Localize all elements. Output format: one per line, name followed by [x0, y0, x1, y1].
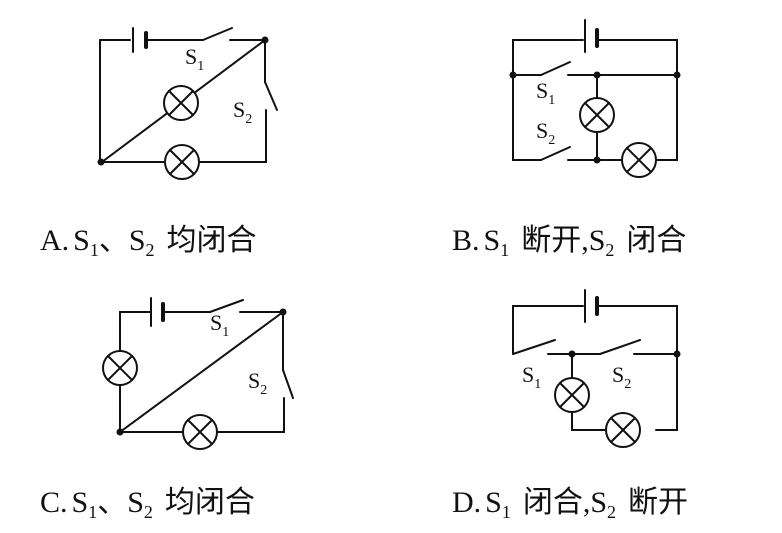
- circuit-c-wire-right-lower: [216, 397, 285, 433]
- circuit-a-wire-right-lower: [199, 109, 267, 163]
- circuit-b-wire-left: [512, 74, 542, 161]
- circuit-b-node-middle-bottom: [593, 156, 601, 164]
- circuit-a-label-s2: S2: [233, 97, 252, 127]
- circuit-b-switch-s1: [540, 61, 571, 76]
- circuit-b-label-s2: S2: [536, 118, 555, 148]
- circuit-b-switch-s2: [540, 146, 571, 161]
- circuit-b-node-middle-top: [593, 71, 601, 79]
- circuit-d-wire-top-left: [512, 305, 584, 355]
- circuit-c-lamp-left-cross: [107, 355, 133, 381]
- circuit-b-node-left: [509, 71, 517, 79]
- circuit-d-node-middle: [568, 350, 576, 358]
- circuit-c-node-bottom-left: [116, 428, 124, 436]
- circuit-c-wire-top-left: [119, 311, 151, 353]
- circuit-c-node-top-right: [279, 308, 287, 316]
- circuit-b-wire-top-right: [596, 39, 678, 161]
- circuit-a-wire-left: [99, 39, 166, 163]
- circuit-c-switch-s2: [282, 369, 294, 399]
- circuit-b-label-s1: S1: [536, 78, 555, 108]
- circuit-b-lamp-bottom-cross: [626, 147, 652, 173]
- circuit-a-switch-s1: [202, 27, 233, 41]
- circuit-d-node-right: [673, 350, 681, 358]
- circuit-c-lamp-bottom-cross: [187, 419, 213, 445]
- circuit-d-wire-top-right: [596, 305, 678, 431]
- circuit-c: S1 S2: [102, 297, 294, 450]
- circuit-a-lamp-bottom-cross: [169, 149, 195, 175]
- circuit-b-wire-top-left: [512, 39, 584, 76]
- circuit-c-switch-s1: [209, 299, 244, 313]
- circuit-d-switch-s2: [599, 339, 641, 355]
- circuit-c-wire-top-right: [239, 311, 284, 371]
- circuit-a-node-bottom-left: [97, 158, 105, 166]
- circuit-d-wire-middle-lower: [571, 411, 606, 431]
- circuit-d-switch-s1: [512, 339, 556, 355]
- circuit-b-node-right: [673, 71, 681, 79]
- circuit-c-label-s1: S1: [210, 310, 229, 340]
- circuit-d-label-s1: S1: [522, 362, 541, 392]
- circuit-d-lamp-bottom-cross: [610, 417, 636, 443]
- circuit-a-label-s1: S1: [185, 44, 204, 74]
- circuit-a: S1 S2: [97, 27, 278, 180]
- circuit-b: S1 S2: [509, 19, 681, 178]
- circuit-d-lamp-middle-cross: [559, 382, 585, 408]
- circuit-a-switch-s2: [264, 81, 278, 111]
- circuit-c-label-s2: S2: [248, 368, 267, 398]
- circuit-b-lamp-middle-cross: [584, 102, 610, 128]
- circuit-d: S1 S2: [512, 289, 681, 448]
- circuit-d-label-s2: S2: [612, 362, 631, 392]
- circuit-a-node-top-right: [261, 36, 269, 44]
- circuit-c-diagonal-wire: [119, 311, 284, 433]
- circuit-a-lamp-diagonal-cross: [168, 90, 194, 116]
